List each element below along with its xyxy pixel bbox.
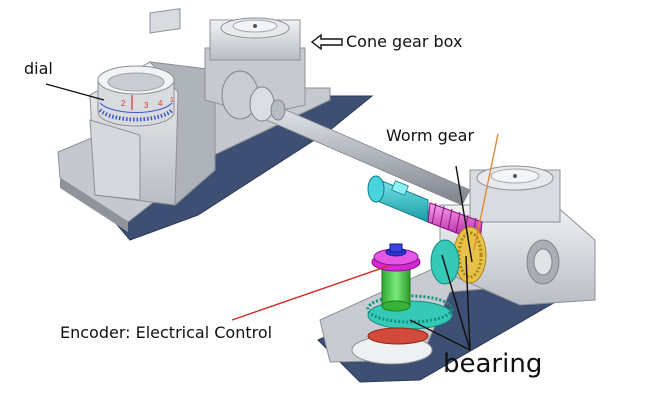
dial-leader-line (45, 83, 105, 101)
shaft-cyan-coupling (367, 175, 429, 223)
left-housing (89, 8, 216, 207)
dial-number: 1 (170, 97, 174, 104)
cone-gear-box-label: Cone gear box (346, 32, 463, 51)
bearing-leader-line (409, 319, 471, 351)
encoder-leader-line (231, 265, 389, 321)
bearing-leader-line (465, 255, 471, 351)
worm-gear-leader-orange (473, 133, 499, 251)
leader-lines (45, 83, 499, 351)
dial-label: dial (24, 59, 53, 78)
bearing-leader-line (441, 254, 471, 351)
dial: 2 3 4 1 (97, 65, 175, 127)
dial-number: 3 (144, 101, 149, 110)
hollow-arrow-left-icon (310, 33, 343, 51)
dial-number: 4 (158, 99, 163, 108)
encoder-label: Encoder: Electrical Control (60, 323, 273, 342)
bearing-label: bearing (443, 349, 543, 379)
dial-number: 2 (121, 99, 126, 108)
worm-gear-leader-black (455, 165, 473, 263)
encoder (371, 243, 421, 312)
shaft-coupling (221, 70, 286, 122)
worm-gear-label: Worm gear (386, 126, 475, 145)
